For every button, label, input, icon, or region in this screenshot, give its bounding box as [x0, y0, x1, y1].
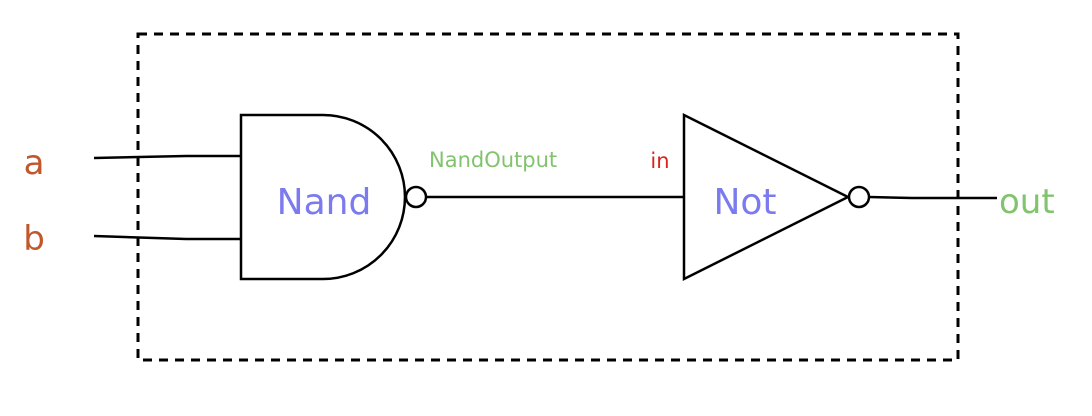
output-label-out: out	[999, 182, 1055, 222]
wire-label-nand-output: NandOutput	[429, 148, 557, 172]
nand-inversion-bubble	[404, 185, 428, 209]
wire-label-not-input: in	[650, 149, 669, 173]
nand-gate-label: Nand	[277, 182, 372, 223]
not-inversion-bubble	[847, 185, 871, 209]
wire-input-a	[93, 154, 241, 160]
not-gate-label: Not	[713, 182, 776, 223]
not-gate-body	[682, 112, 851, 282]
wire-output	[868, 195, 997, 200]
input-label-b: b	[23, 219, 45, 259]
nand-gate-body	[239, 113, 407, 281]
input-label-a: a	[24, 143, 45, 183]
wire-input-b	[93, 234, 241, 241]
